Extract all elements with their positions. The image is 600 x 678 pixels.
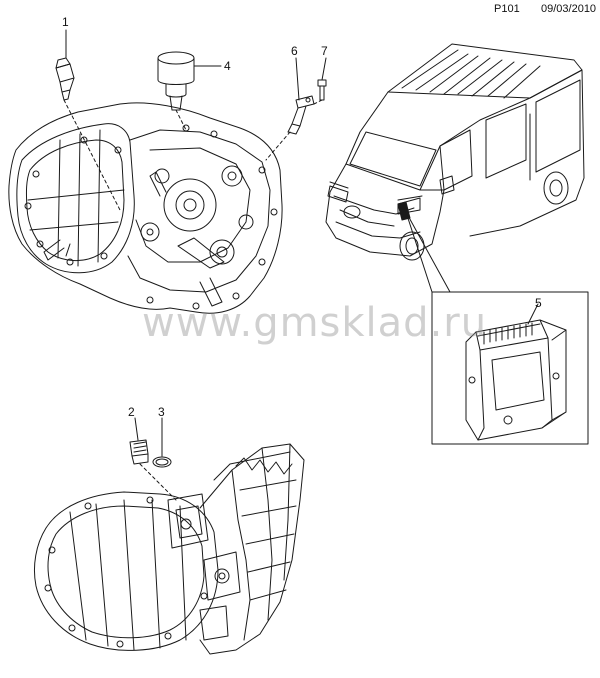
- van-to-ecu-leaders: [403, 205, 451, 293]
- part-2-plug: [129, 439, 177, 501]
- part-4-pressure-sensor: [157, 51, 195, 131]
- part-6-speed-sensor: [265, 95, 315, 161]
- part-1-reverse-light-switch: [55, 57, 121, 211]
- callout-6[interactable]: 6: [291, 44, 298, 58]
- callout-leaders: [65, 29, 539, 457]
- callout-4[interactable]: 4: [224, 59, 231, 73]
- callout-2[interactable]: 2: [128, 405, 135, 419]
- page-code: P101: [494, 3, 520, 15]
- callout-7[interactable]: 7: [321, 44, 328, 58]
- callout-1[interactable]: 1: [62, 15, 69, 29]
- watermark-text: www.gmsklad.ru: [142, 300, 488, 346]
- van-illustration: [325, 43, 585, 261]
- part-7-bolt: [313, 79, 327, 105]
- page-date: 09/03/2010: [541, 3, 597, 15]
- upper-transmission: [8, 102, 283, 314]
- part-3-o-ring: [152, 456, 172, 468]
- ecu-inset-box: [431, 291, 589, 445]
- lower-transmission: [33, 443, 305, 655]
- callout-3[interactable]: 3: [158, 405, 165, 419]
- callout-5[interactable]: 5: [535, 296, 542, 310]
